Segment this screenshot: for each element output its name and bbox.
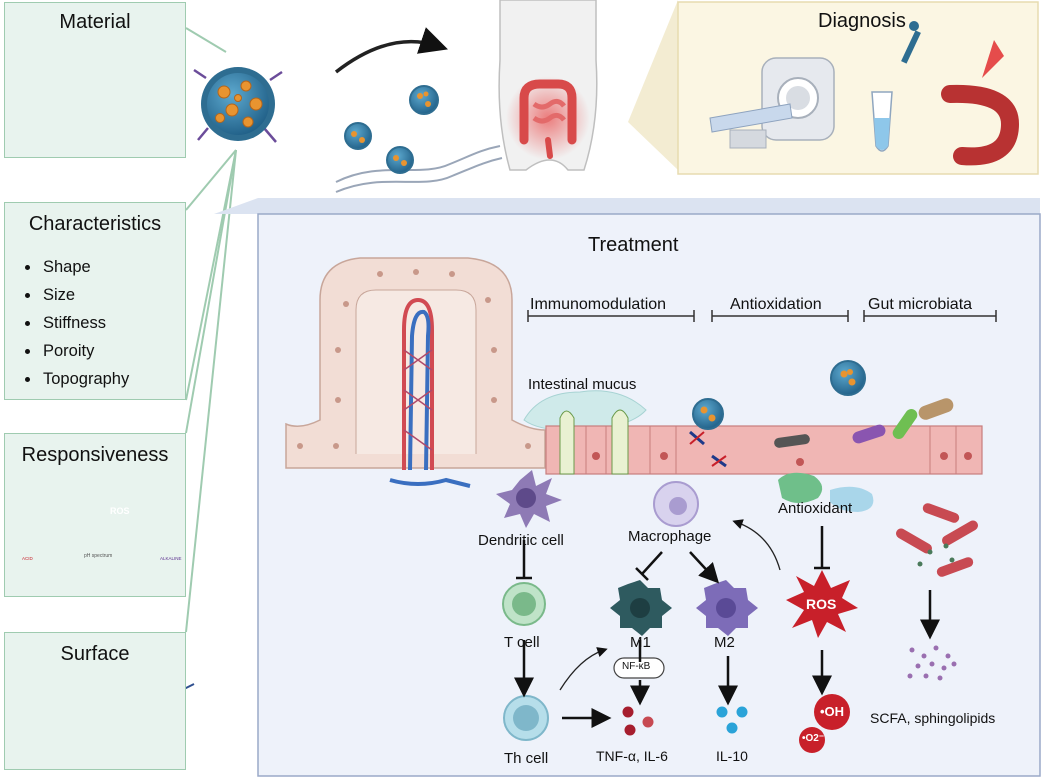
colon-laser-icon: [941, 40, 1020, 166]
treatment-nanoparticles: [692, 360, 866, 430]
mri-scanner-icon: [709, 57, 835, 149]
ros-small-label: ROS: [110, 506, 130, 516]
blood-vessel: [335, 145, 503, 193]
nanoparticle-large-icon: [193, 67, 283, 143]
characteristic-item: Topography: [41, 365, 129, 393]
intestinal-epithelium: [545, 409, 983, 475]
m2-macrophage-icon: [696, 580, 758, 636]
diagnosis-wedge: [628, 0, 678, 170]
characteristic-item: Poroity: [41, 337, 129, 365]
oh-radical-label: •OH: [820, 704, 845, 719]
section-gut-microbiata: Gut microbiata: [868, 296, 973, 313]
treatment-title: Treatment: [588, 234, 679, 256]
m1-macrophage-icon: [610, 580, 672, 636]
antioxidant-icon: [778, 472, 874, 512]
th-cell-label: Th cell: [504, 750, 549, 767]
characteristic-item: Shape: [41, 253, 129, 281]
t-cell-label: T cell: [504, 634, 540, 651]
nfkb-label: NF-κB: [622, 661, 651, 672]
cytokine-dots: [622, 706, 748, 736]
ph-acid-label: ACID: [22, 556, 33, 561]
ros-burst-large-icon: [786, 570, 858, 638]
scfa-bacteria-icon: [896, 503, 978, 577]
test-tube-dropper-icon: [871, 21, 921, 152]
material-panel: Material: [4, 2, 186, 158]
responsiveness-title: Responsiveness: [21, 444, 169, 466]
tnf-il6-label: TNF-α, IL-6: [596, 748, 668, 764]
characteristics-panel: Characteristics Shape Size Stiffness Por…: [4, 202, 186, 400]
surface-title: Surface: [60, 643, 130, 665]
section-brackets: [527, 310, 997, 322]
ph-alkaline-label: ALKALINE: [160, 556, 182, 561]
connector-lines: [185, 27, 237, 633]
dendritic-cell-icon: [496, 470, 562, 528]
diagnosis-title: Diagnosis: [818, 10, 906, 32]
m1-label: M1: [630, 634, 651, 651]
dendritic-cell-label: Dendritic cell: [478, 532, 564, 549]
surface-panel: Surface: [4, 632, 186, 770]
intestinal-mucus-label: Intestinal mucus: [528, 376, 637, 393]
th-cell-icon: [503, 695, 549, 741]
responsiveness-panel: Responsiveness: [4, 433, 186, 597]
scfa-label: SCFA, sphingolipids: [870, 710, 996, 726]
characteristic-item: Stiffness: [41, 309, 129, 337]
torso-with-colon-icon: [498, 0, 598, 171]
nanoparticle-small-icons: [344, 85, 439, 174]
section-antioxidation: Antioxidation: [730, 296, 822, 313]
m2-label: M2: [714, 634, 735, 651]
section-immunomodulation: Immunomodulation: [530, 296, 667, 313]
ph-caption: pH spectrum: [84, 553, 113, 559]
macrophage-label: Macrophage: [628, 528, 712, 545]
material-title: Material: [59, 11, 131, 33]
ros-large-label: ROS: [806, 596, 837, 612]
characteristic-item: Size: [41, 281, 129, 309]
macrophage-icon: [653, 481, 699, 527]
antioxidant-label: Antioxidant: [778, 500, 853, 517]
scfa-dots-icon: [907, 645, 957, 681]
gut-bacteria-icons: [774, 398, 954, 448]
intestinal-villus: [285, 257, 546, 488]
characteristics-list: Shape Size Stiffness Poroity Topography: [23, 253, 129, 393]
characteristics-title: Characteristics: [28, 213, 162, 235]
t-cell-icon: [502, 582, 546, 626]
radical-bubbles: [799, 694, 850, 753]
il10-label: IL-10: [716, 748, 748, 764]
delivery-arrow: [334, 27, 448, 74]
superoxide-label: •O2⁻: [802, 733, 825, 744]
